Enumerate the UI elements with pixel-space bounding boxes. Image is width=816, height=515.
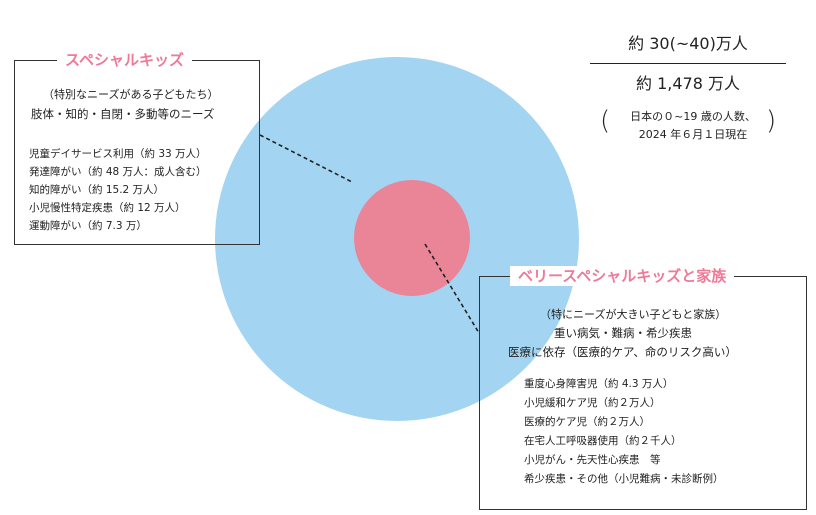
population-note: 日本の０~19 歳の人数、 [630,110,756,123]
close-paren-glyph: ) [766,106,777,136]
very-special-kids-item: 医療的ケア児（約２万人） [524,416,650,428]
special-kids-subtitle: （特別なニーズがある子どもたち） [43,88,219,101]
very-special-kids-subtitle: （特にニーズが大きい子どもと家族） [540,308,727,321]
special-kids-item: 児童デイサービス利用（約 33 万人） [29,148,207,160]
special-kids-item: 運動障がい（約 7.3 万） [29,220,147,232]
very-special-kids-box: ベリースペシャルキッズと家族 （特にニーズが大きい子どもと家族） 重い病気・難病… [479,266,807,510]
very-special-kids-item: 在宅人工呼吸器使用（約２千人） [524,435,682,447]
special-kids-item: 小児慢性特定疾患（約 12 万人） [29,202,186,214]
special-kids-box: スペシャルキッズ （特別なニーズがある子どもたち） 肢体・知的・自閉・多動等のニ… [14,50,260,245]
population-date: 2024 年６月１日現在 [638,128,748,141]
special-kids-needs: 肢体・知的・自閉・多動等のニーズ [31,107,215,121]
special-kids-item: 発達障がい（約 48 万人：成人含む） [29,166,207,178]
very-special-kids-item: 重度心身障害児（約 4.3 万人） [524,378,674,390]
open-paren-glyph: ( [600,106,611,136]
total-children-count: 約 1,478 万人 [636,74,740,93]
very-special-kids-item: 希少疾患・その他（小児難病・未診断例） [524,473,724,485]
very-special-kids-item: 小児緩和ケア児（約２万人） [524,397,661,409]
leader-line-very-special [424,243,480,334]
special-kids-title: スペシャルキッズ [57,50,192,70]
very-special-kids-title: ベリースペシャルキッズと家族 [510,266,735,286]
special-kids-count: 約 30(~40)万人 [628,34,748,53]
very-special-kids-needs: 重い病気・難病・希少疾患 [554,326,692,340]
fraction-rule [590,63,786,64]
leader-line-special [259,134,353,183]
very-special-kids-circle [354,180,470,296]
very-special-kids-item: 小児がん・先天性心疾患 等 [524,454,661,466]
special-kids-item: 知的障がい（約 15.2 万人） [29,184,165,196]
very-special-kids-needs: 医療に依存（医療的ケア、命のリスク高い） [508,345,737,359]
